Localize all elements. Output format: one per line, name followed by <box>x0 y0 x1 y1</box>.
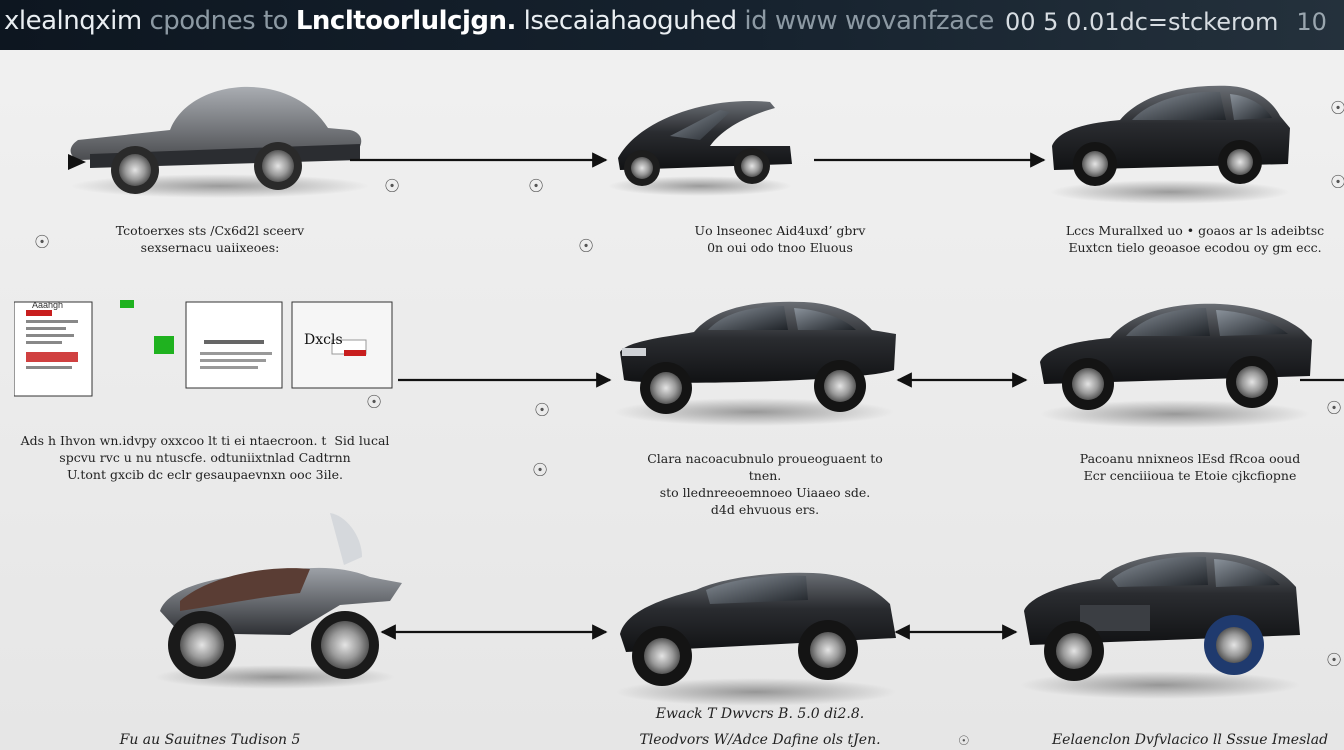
wheel-doodle-icon: ☉ <box>528 176 545 197</box>
wheel-doodle-icon: ☉ <box>578 236 595 257</box>
document-heading-1: Aaahgh <box>32 300 64 310</box>
wheel-doodle-icon: ☉ <box>34 232 51 253</box>
concept-car-1-icon <box>68 86 370 198</box>
document-heading-2: Dxcls <box>304 332 343 348</box>
caption-row3-col3: Eelaenclon Dvfvlacico ll Sssue Imeslad <box>1051 732 1329 748</box>
rally-car-icon <box>616 572 896 706</box>
wheel-doodle-icon: ☉ <box>958 734 970 749</box>
suv-1-icon <box>614 301 896 426</box>
flow-arrow-2 <box>814 152 1046 168</box>
wheel-doodle-icon: ☉ <box>1326 398 1343 419</box>
wheel-doodle-icon: ☉ <box>384 176 401 197</box>
motorcycle-icon <box>155 513 402 689</box>
bidirectional-arrow-3 <box>894 624 1018 640</box>
title-part-3: Lncltoorlulcjgn. <box>295 6 517 36</box>
caption-row1-col1: Tcotoerxes sts /Cx6d2l sceerv sexsernacu… <box>115 223 305 255</box>
wheel-doodle-icon: ☉ <box>366 392 383 413</box>
banner-title: xlealnqxim cpodnes to Lncltoorlulcjgn. l… <box>4 6 994 36</box>
wheel-doodle-icon: ☉ <box>532 460 549 481</box>
title-part-1: xlealnqxim <box>4 6 142 36</box>
banner-meta: 00 5 0.01dc=stckerom 10 <box>1005 8 1327 36</box>
title-part-2: cpodnes to <box>141 6 296 36</box>
caption-row3-col1: Fu au Sauitnes Tudison 5 <box>119 732 301 748</box>
caption-row2-col2: Clara nacoacubnulo proueoguaent to tnen.… <box>647 451 883 517</box>
caption-row2-col1: Ads h Ihvon wn.idvpy oxxcoo lt ti ei nta… <box>20 433 390 482</box>
caption-row2-col3: Pacoanu nnixneos lEsd fRcoa ooud Ecr cen… <box>1079 451 1301 483</box>
wheel-doodle-icon: ☉ <box>1330 172 1344 193</box>
flow-arrow-3 <box>398 372 612 388</box>
wheel-doodle-icon: ☉ <box>1326 650 1343 671</box>
caption-row3-col2-line1: Ewack T Dwvcrs B. 5.0 di2.8. <box>655 706 865 722</box>
banner-meta-text: 00 5 0.01dc=stckerom <box>1005 8 1279 36</box>
banner-page-number: 10 <box>1296 8 1327 36</box>
title-part-4: lsecaiahaoguhed <box>515 6 737 36</box>
caption-row1-col2: Uo lnseonec Aid4uxd’ gbrv 0n oui odo tno… <box>694 223 866 255</box>
concept-car-2-icon <box>608 101 792 196</box>
exit-line <box>1300 378 1344 382</box>
bidirectional-arrow-2 <box>380 624 608 640</box>
sedan-1-icon <box>1050 85 1290 204</box>
sports-car-icon <box>1020 552 1300 699</box>
caption-row1-col3: Lccs Murallxed uo • goaos ar ls adeibtsc… <box>1065 223 1325 255</box>
wheel-doodle-icon: ☉ <box>534 400 551 421</box>
caption-row3-col2-line2: Tleodvors W/Adce Dafine ols tJen. <box>639 732 881 748</box>
coupe-1-icon <box>1040 303 1312 428</box>
title-part-5: id www wovanfzace <box>736 6 994 36</box>
flow-arrow-1 <box>350 152 608 168</box>
wheel-doodle-icon: ☉ <box>1330 98 1344 119</box>
document-panels: Aaahgh Dxcls <box>13 296 394 400</box>
bidirectional-arrow-1 <box>896 372 1028 388</box>
header-banner: xlealnqxim cpodnes to Lncltoorlulcjgn. l… <box>0 0 1344 50</box>
